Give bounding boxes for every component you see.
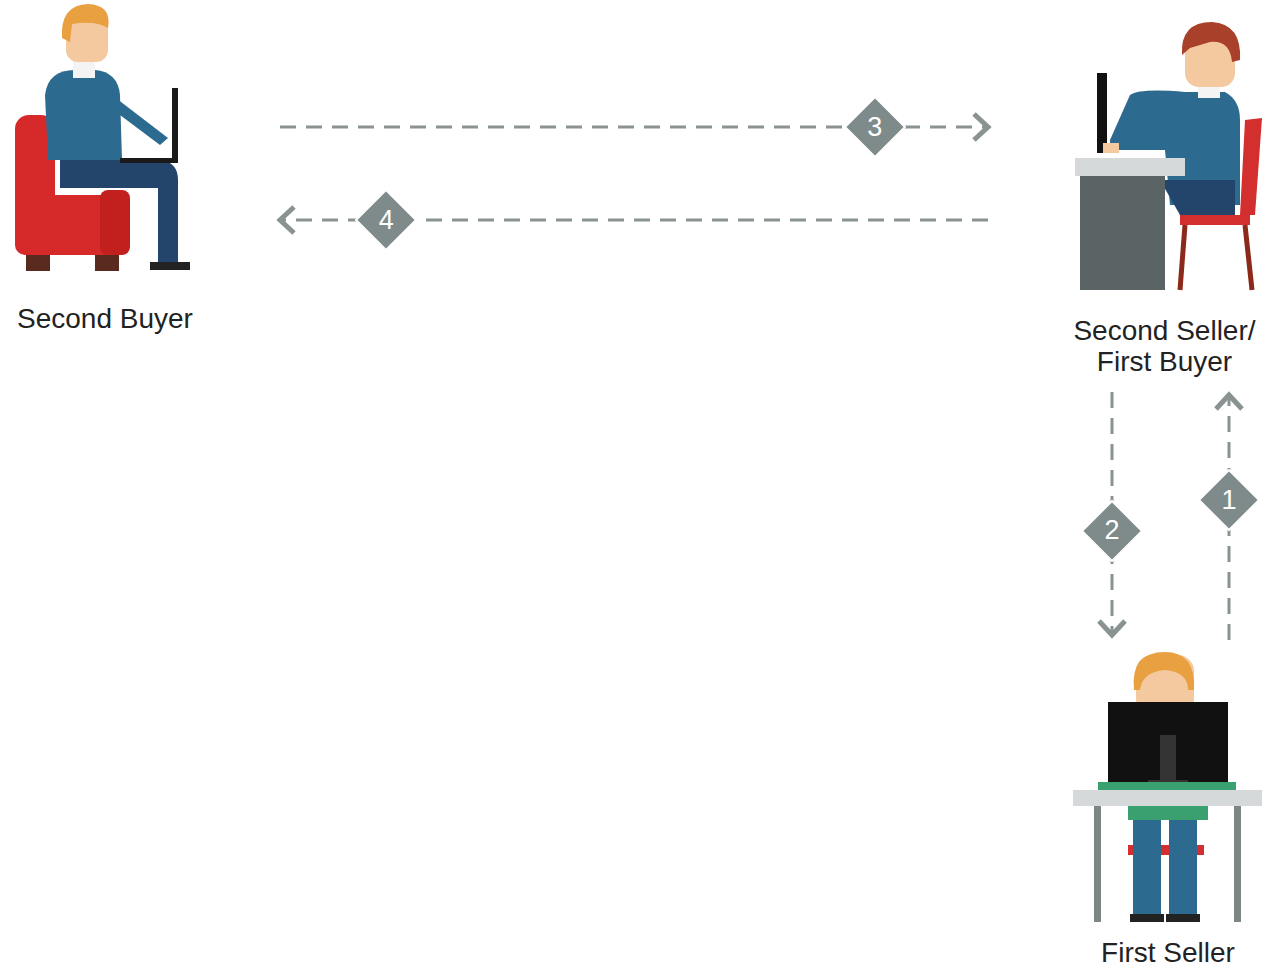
callout-diamond: 4 <box>355 189 417 251</box>
person-label: First Seller <box>1101 938 1235 969</box>
person-node: Second Seller/ First Buyer <box>1052 20 1277 378</box>
dashed-arrow <box>280 114 988 140</box>
callout-number: 3 <box>867 114 882 141</box>
person-label: Second Seller/ First Buyer <box>1052 316 1277 378</box>
dashed-arrow <box>280 207 988 233</box>
callout-number: 1 <box>1221 487 1236 514</box>
callout-number: 4 <box>379 207 394 234</box>
callout-diamond: 3 <box>844 96 906 158</box>
callout-diamond: 1 <box>1198 469 1260 531</box>
callout-number: 2 <box>1104 517 1119 544</box>
callout-diamond: 2 <box>1081 500 1143 562</box>
person-node: Second Buyer <box>0 0 210 335</box>
person-label: Second Buyer <box>17 304 193 335</box>
person-node: First Seller <box>1062 645 1274 969</box>
